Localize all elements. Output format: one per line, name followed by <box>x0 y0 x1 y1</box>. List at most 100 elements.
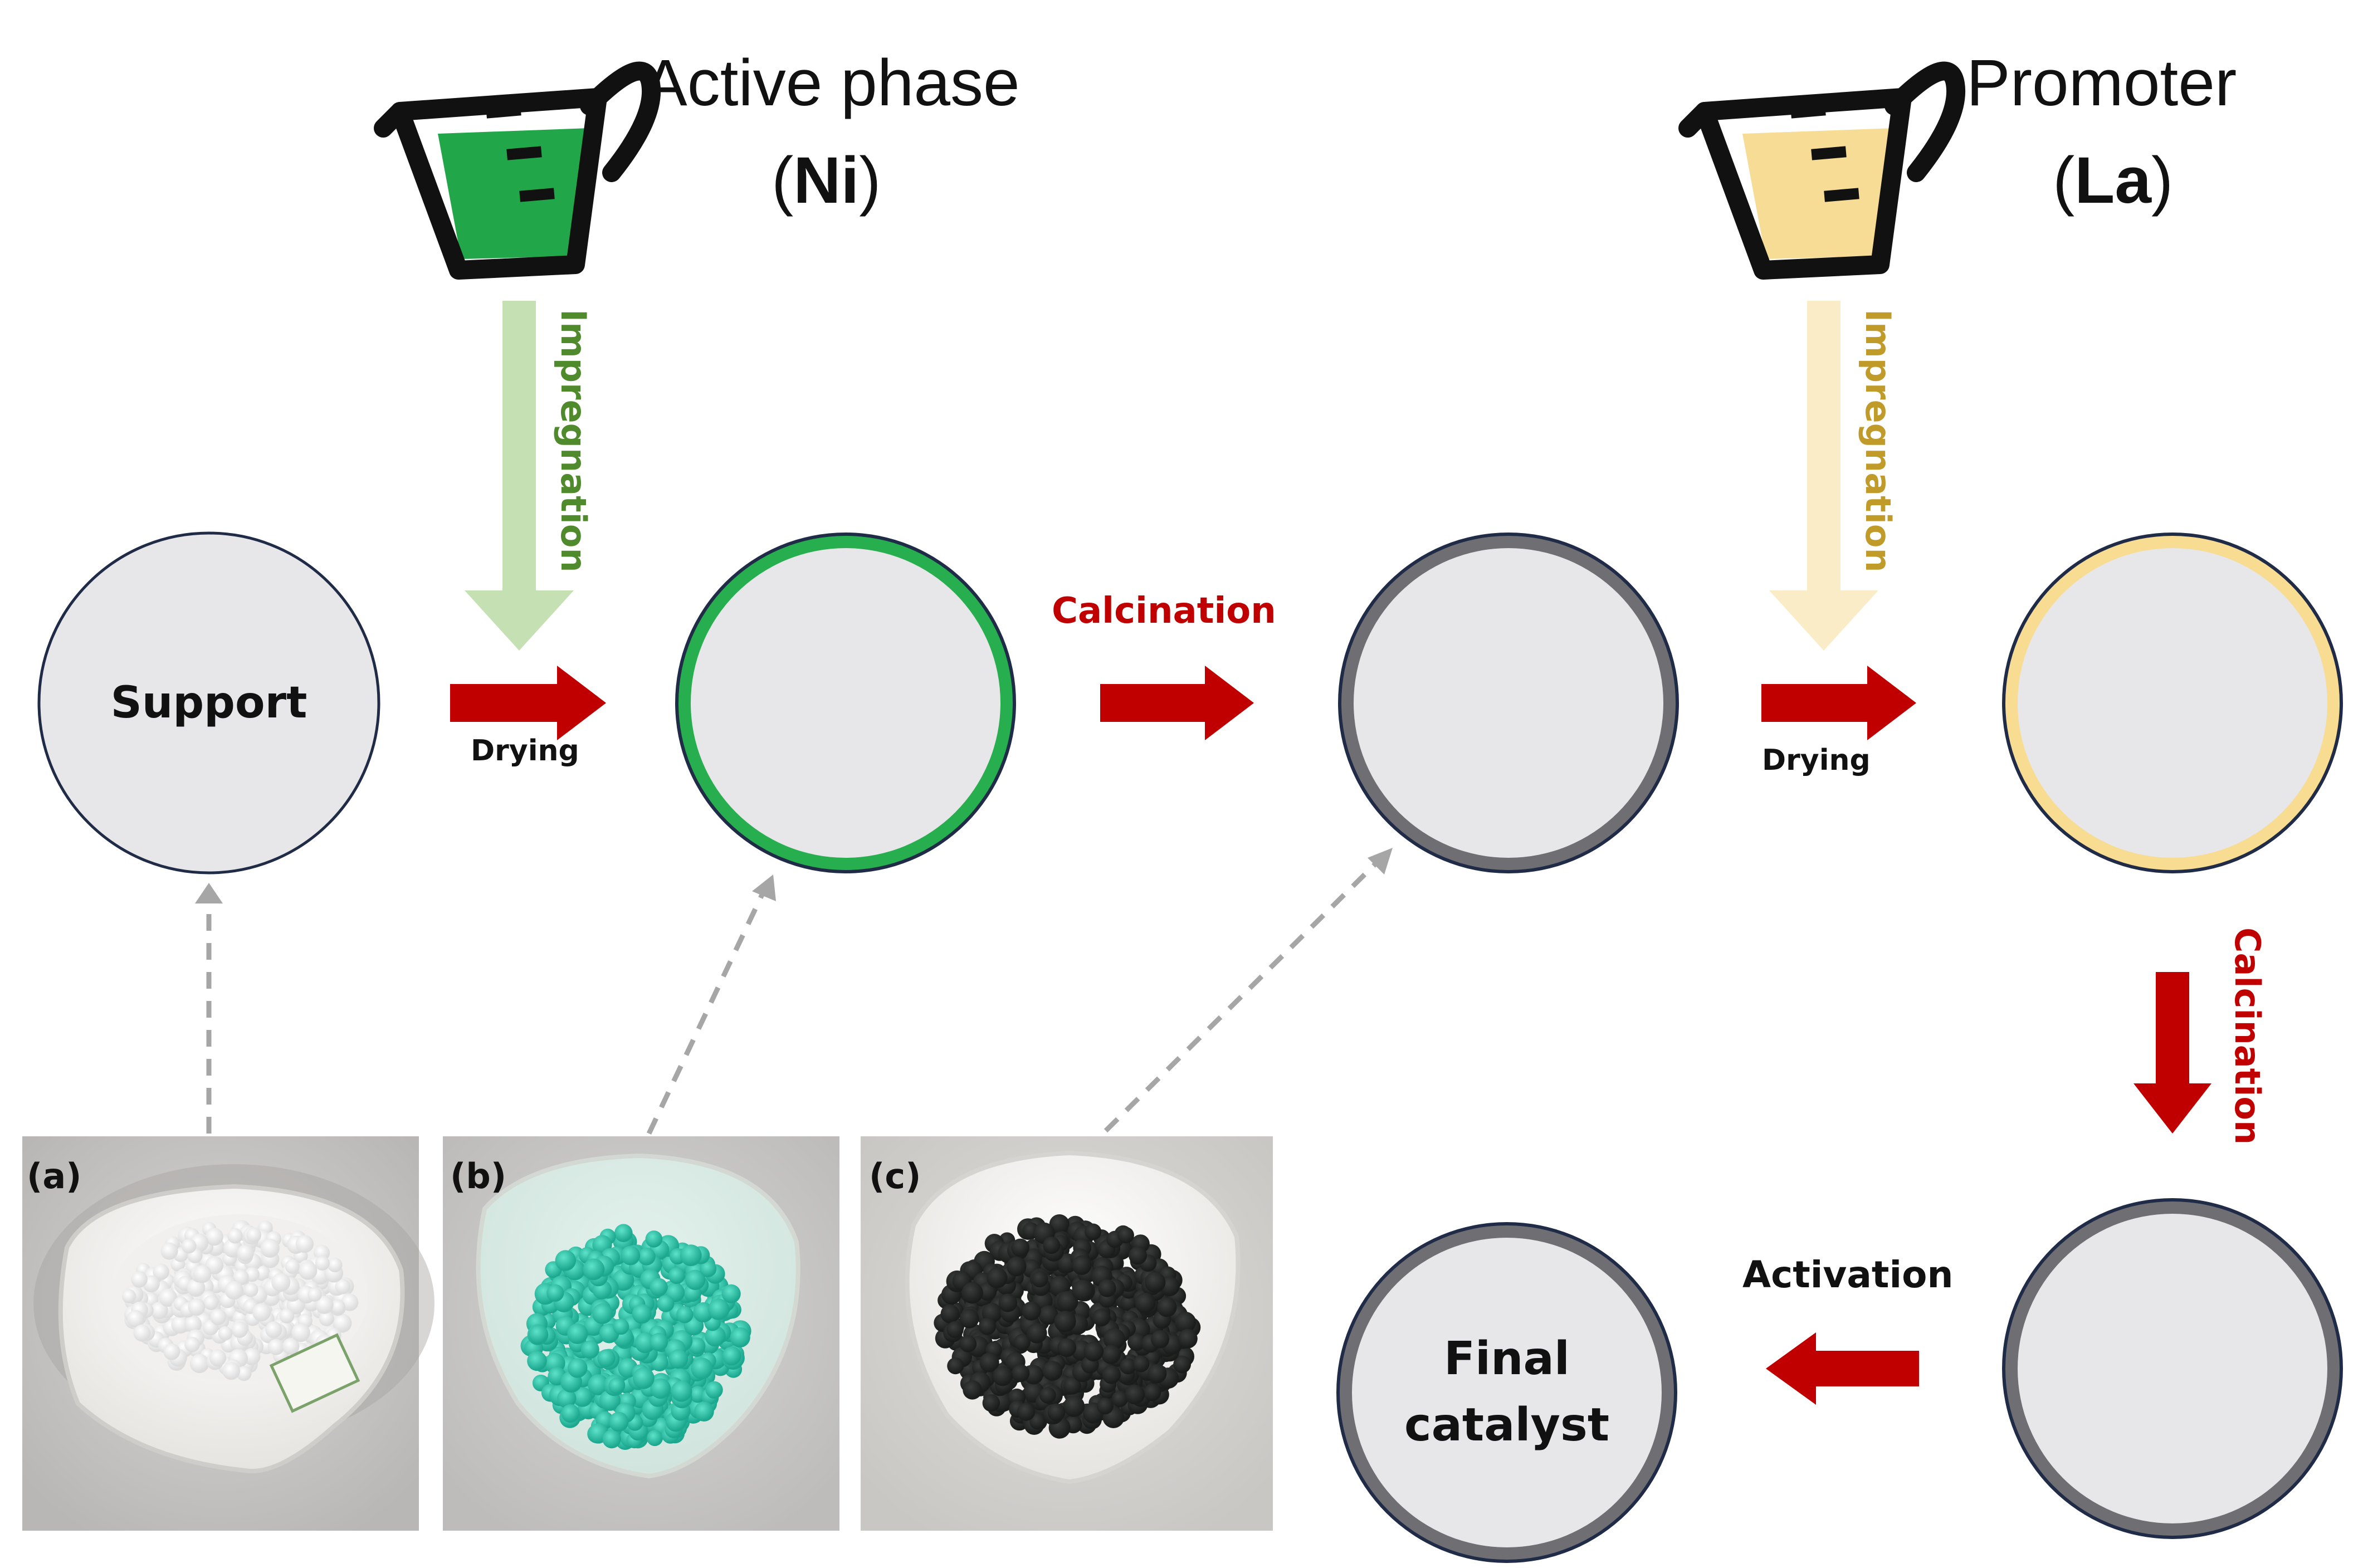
bead <box>225 1281 243 1300</box>
bead <box>222 1362 240 1380</box>
bead <box>676 1306 693 1323</box>
bead <box>1043 1237 1060 1254</box>
paren-open: ( <box>2053 144 2074 217</box>
impregnation-label-1: Impregnation <box>553 309 594 573</box>
bead <box>960 1309 979 1328</box>
final-catalyst-label: Final catalyst <box>1404 1326 1609 1459</box>
support-label: Support <box>111 678 307 728</box>
bead <box>633 1367 655 1389</box>
bead <box>1012 1364 1029 1382</box>
bead <box>529 1325 548 1344</box>
drying-arrow-2 <box>1761 666 1916 740</box>
activation-arrow <box>1766 1332 1919 1405</box>
bead <box>963 1380 982 1400</box>
bead <box>237 1244 253 1261</box>
bead <box>1011 1239 1029 1257</box>
bead <box>1048 1404 1066 1422</box>
bead <box>182 1239 196 1253</box>
promoter-title: Promoter <box>1966 50 2237 116</box>
bead <box>1132 1356 1149 1372</box>
bead <box>203 1295 218 1310</box>
la-impregnated-circle <box>2002 533 2343 873</box>
promoter-symbol: La <box>2074 144 2151 217</box>
bead <box>1157 1297 1176 1317</box>
bead <box>1148 1364 1166 1383</box>
bead <box>1098 1279 1116 1297</box>
active-phase-title: Active phase <box>643 50 1020 116</box>
bead <box>671 1381 692 1402</box>
photo-link-b <box>649 875 776 1134</box>
bead <box>602 1430 621 1448</box>
bead <box>592 1303 613 1324</box>
bead <box>694 1401 714 1422</box>
bead <box>983 1394 1000 1411</box>
photo-link-c <box>1106 848 1393 1131</box>
bead <box>261 1239 280 1258</box>
bead <box>1129 1247 1147 1265</box>
bead <box>621 1246 640 1266</box>
bead <box>296 1235 314 1253</box>
paren-close: ) <box>2151 144 2173 217</box>
bead <box>231 1321 248 1338</box>
bead <box>583 1258 605 1280</box>
beaker-icon <box>383 71 651 271</box>
drying-arrow-1 <box>450 666 606 740</box>
bead <box>691 1357 712 1379</box>
bead <box>546 1284 564 1302</box>
paren-open: ( <box>772 144 793 217</box>
bead <box>285 1259 300 1274</box>
bead <box>1178 1329 1198 1349</box>
bead <box>244 1283 258 1297</box>
activation-label: Activation <box>1742 1253 1953 1296</box>
bead <box>581 1340 599 1359</box>
bead <box>1027 1323 1047 1343</box>
bead <box>210 1309 226 1325</box>
bead <box>555 1250 576 1271</box>
bead <box>979 1318 996 1335</box>
bead <box>1144 1384 1161 1401</box>
bead <box>614 1224 633 1242</box>
bead <box>1102 1365 1121 1384</box>
impregnation-label-2: Impregnation <box>1858 309 1898 573</box>
bead <box>941 1305 960 1323</box>
bead <box>567 1323 588 1344</box>
bead <box>1022 1302 1041 1321</box>
bead <box>188 1298 206 1316</box>
bead <box>527 1351 547 1371</box>
bead <box>307 1287 322 1302</box>
bead <box>650 1333 668 1351</box>
bead <box>722 1284 741 1303</box>
bead <box>1125 1385 1145 1405</box>
bead <box>1072 1256 1091 1275</box>
bead <box>280 1308 295 1323</box>
drying-label-2: Drying <box>1762 744 1871 777</box>
bead <box>668 1267 685 1284</box>
beaker-icon <box>1688 71 1956 271</box>
ni-impregnated-circle <box>675 533 1016 873</box>
bead <box>190 1354 209 1373</box>
bead <box>562 1404 580 1423</box>
calcined-circle-2 <box>2002 1198 2343 1539</box>
calcination-arrow-1 <box>1100 666 1254 740</box>
bead <box>1135 1293 1155 1313</box>
bead <box>1007 1257 1026 1276</box>
bead <box>1092 1308 1110 1326</box>
bead <box>1084 1342 1104 1362</box>
bead <box>646 1230 663 1248</box>
bead <box>1054 1311 1076 1332</box>
bead <box>1017 1403 1035 1421</box>
calcination-arrow-2 <box>2133 972 2211 1134</box>
bead <box>708 1299 729 1320</box>
bead <box>218 1326 233 1341</box>
photo-b-label: (b) <box>450 1156 506 1196</box>
drying-label-1: Drying <box>471 734 579 768</box>
calcination-label-2: Calcination <box>2227 927 2268 1145</box>
bead <box>993 1366 1013 1386</box>
bead <box>668 1350 688 1369</box>
bead <box>680 1244 702 1266</box>
bead <box>947 1357 964 1374</box>
photo-c <box>861 1136 1273 1531</box>
bead <box>608 1378 624 1394</box>
bead <box>722 1347 741 1366</box>
bead <box>131 1271 148 1288</box>
